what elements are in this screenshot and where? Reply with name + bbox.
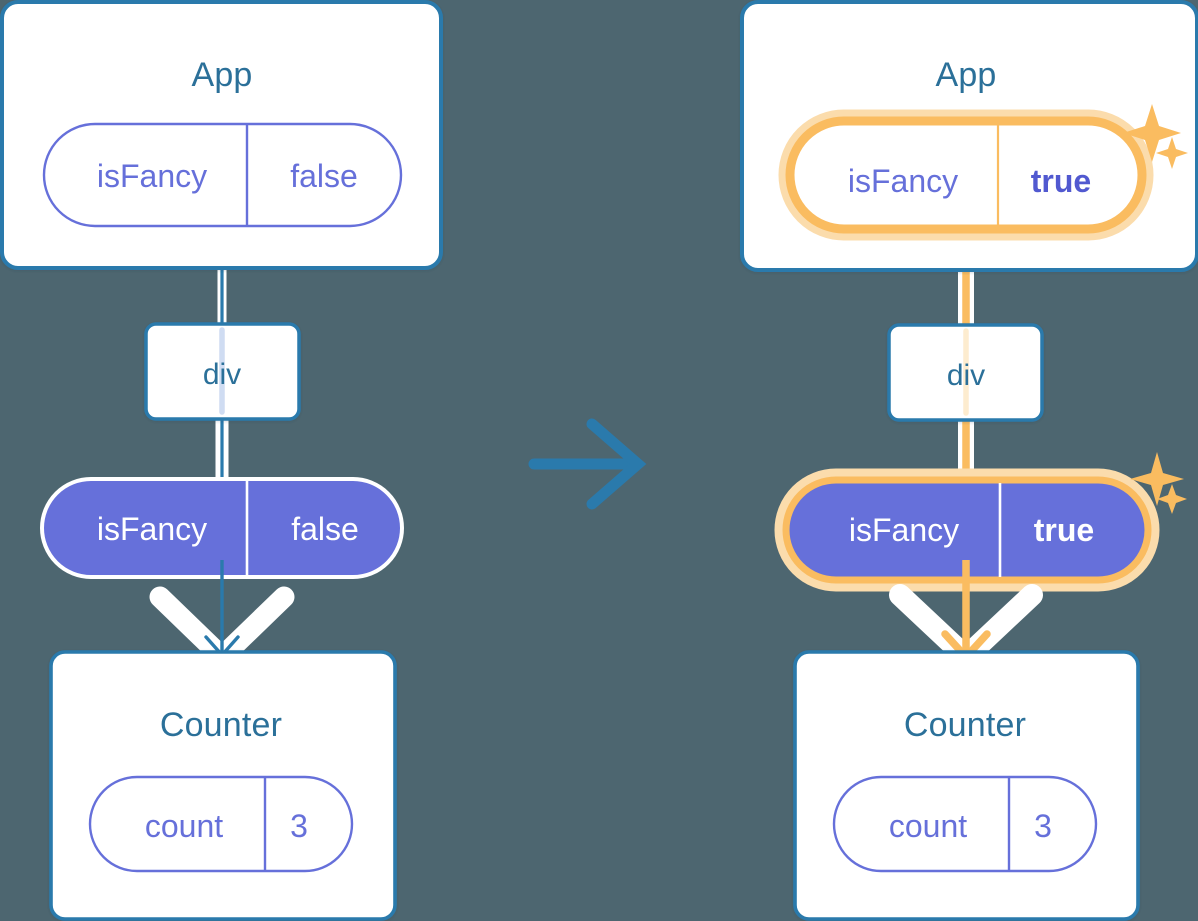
after-prop-sparkles bbox=[1130, 452, 1187, 514]
after-app-pill-key: isFancy bbox=[848, 163, 958, 199]
before-counter-pill-value: 3 bbox=[290, 808, 308, 844]
after-counter-pill-value: 3 bbox=[1034, 808, 1052, 844]
after-div-label: div bbox=[947, 359, 985, 392]
transition-arrow-right-icon bbox=[528, 418, 647, 510]
after-dom-node-div bbox=[887, 323, 1044, 422]
before-app-pill-value: false bbox=[290, 158, 358, 194]
before-app-pill-key: isFancy bbox=[97, 158, 207, 194]
before-app-title: App bbox=[191, 56, 252, 94]
after-prop-pill-key: isFancy bbox=[849, 512, 959, 548]
sparkle-large-icon bbox=[1130, 452, 1184, 506]
sparkle-large-icon bbox=[1123, 104, 1181, 162]
before-app-state-pill bbox=[42, 122, 403, 228]
before-prop-pill-key: isFancy bbox=[97, 511, 207, 547]
before-counter-state-pill bbox=[88, 775, 354, 873]
after-app-pill-value: true bbox=[1031, 163, 1091, 199]
before-prop-pill-value: false bbox=[291, 511, 359, 547]
after-counter-title: Counter bbox=[904, 706, 1026, 744]
after-app-title: App bbox=[935, 56, 996, 94]
before-div-label: div bbox=[203, 358, 241, 391]
after-counter-pill-key: count bbox=[889, 808, 967, 844]
before-dom-node-div bbox=[144, 322, 301, 421]
sparkle-small-icon bbox=[1156, 137, 1188, 169]
before-counter-title: Counter bbox=[160, 706, 282, 744]
after-counter-state-pill bbox=[832, 775, 1098, 873]
sparkle-small-icon bbox=[1157, 484, 1187, 514]
after-prop-pill-value: true bbox=[1034, 512, 1094, 548]
after-app-state-pill-highlighted bbox=[778, 109, 1154, 241]
before-counter-pill-key: count bbox=[145, 808, 223, 844]
after-app-sparkles bbox=[1123, 104, 1188, 169]
